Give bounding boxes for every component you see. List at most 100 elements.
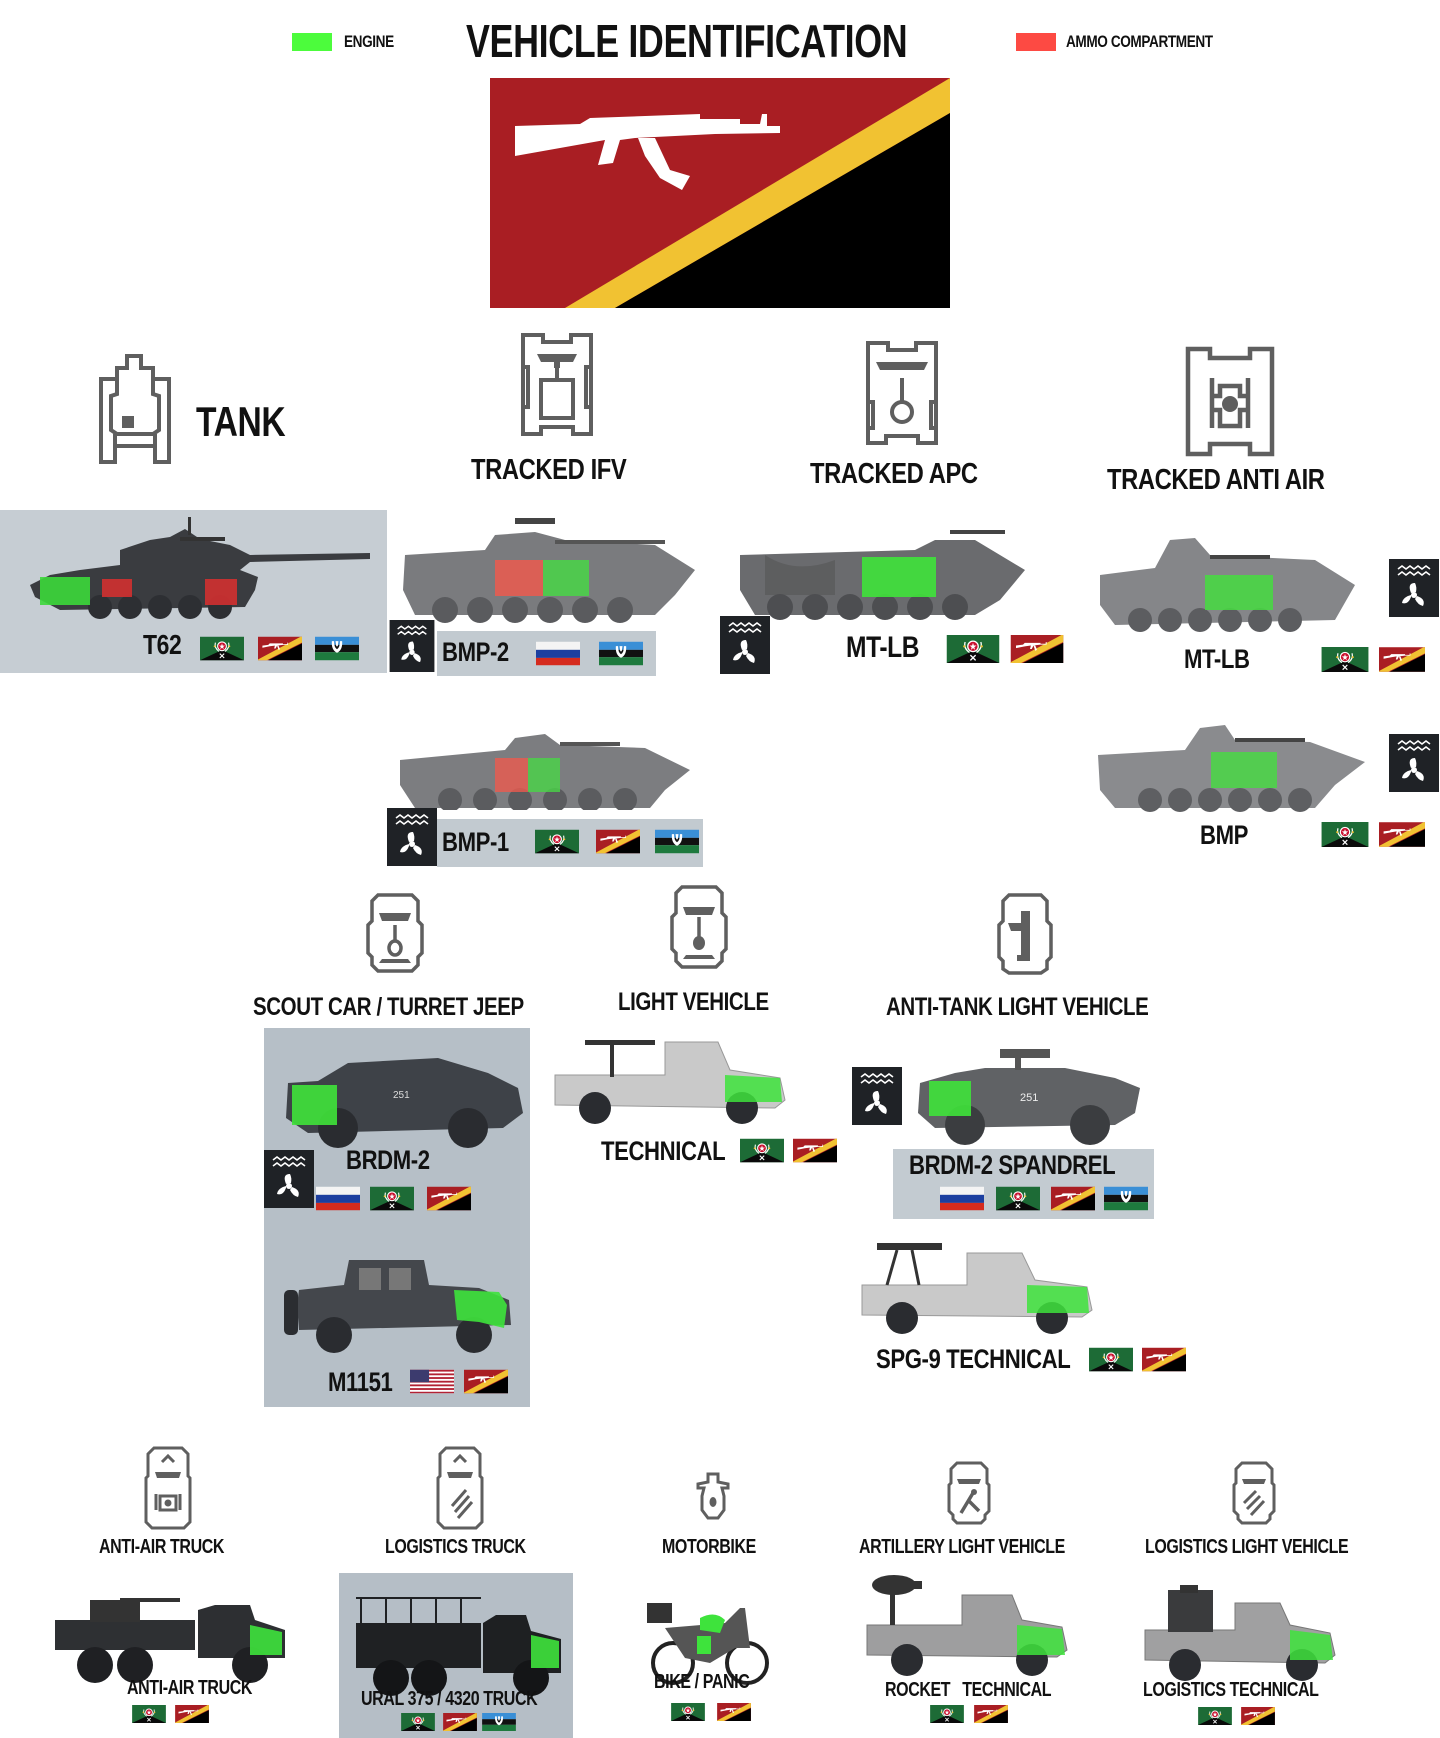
flag-militia [930,1705,964,1723]
tracked-apc-class-icon [866,341,938,445]
amphibious-icon [720,616,770,674]
engine-legend-swatch [292,33,332,51]
vehicle-name-rocket-technical: ROCKET TECHNICAL [885,1679,1052,1701]
ammo-legend-swatch [1016,33,1056,51]
category-logistics-light-label: LOGISTICS LIGHT VEHICLE [1145,1536,1349,1558]
engine-highlight [862,557,936,597]
flag-insurgent [596,829,640,854]
vehicle-name-bmp2: BMP-2 [442,637,509,667]
vehicle-name-bike: BIKE / PANIC [654,1671,750,1693]
vehicle-name-bmp1: BMP-1 [442,827,509,857]
technical-vehicle-image [554,1040,786,1124]
brdm2-vehicle-image: 251 [286,1058,523,1148]
engine-highlight [40,577,90,605]
vehicle-name-t62: T62 [143,629,182,660]
vehicle-name-brdm2: BRDM-2 [346,1145,430,1175]
flag-insurgent [1379,822,1425,847]
scout-car-class-icon [366,893,424,973]
vehicle-name-anti-air-truck: ANTI-AIR TRUCK [127,1677,253,1699]
category-artillery-light-label: ARTILLERY LIGHT VEHICLE [859,1536,1065,1558]
flag-militia [370,1186,414,1211]
bmp2-vehicle-image [403,518,695,623]
engine-highlight [1027,1285,1089,1313]
vehicle-name-ural: URAL 375 / 4320 TRUCK [361,1688,538,1710]
flag-insurgent [1010,635,1064,663]
engine-highlight [700,1614,725,1633]
rifle-emblem-icon [515,114,780,190]
anti-air-truck-vehicle-image [55,1598,285,1683]
ammo-highlight [495,758,528,792]
flag-insurgent [427,1186,471,1211]
motorbike-class-icon [696,1472,730,1520]
engine-highlight [543,560,589,596]
vehicle-card-bmp2[interactable]: BMP-2 [437,631,656,676]
flag-irregular [482,1713,516,1731]
logistics-truck-class-icon [436,1446,484,1530]
amphibious-icon [387,620,437,672]
flag-russia [536,641,580,666]
spg9-technical-vehicle-image [861,1243,1093,1334]
flag-irregular [599,641,643,666]
flag-insurgent [443,1713,477,1731]
amphibious-icon [852,1067,902,1125]
flag-militia [946,635,1000,663]
category-tracked-apc-label: TRACKED APC [810,458,978,490]
flag-militia [535,829,579,854]
bmp1-vehicle-image [400,734,690,810]
category-tracked-ifv-label: TRACKED IFV [471,454,627,486]
engine-highlight [725,1075,782,1102]
category-anti-tank-light-label: ANTI-TANK LIGHT VEHICLE [886,993,1149,1021]
engine-highlight [1211,752,1277,788]
vehicle-name-m1151: M1151 [328,1367,393,1397]
vehicle-card-bmp1[interactable]: BMP-1 [437,819,703,867]
anti-air-truck-class-icon [144,1446,192,1530]
flag-usa [410,1369,454,1394]
engine-highlight [528,758,560,792]
vehicle-card-t62[interactable]: T62 [0,510,387,673]
logistics-technical-vehicle-image [1144,1585,1336,1681]
flag-irregular [655,829,699,854]
flag-militia [671,1703,705,1721]
light-vehicle-class-icon [670,885,728,969]
faction-flag [490,78,950,308]
flag-insurgent [258,636,302,661]
m1151-vehicle-image [284,1260,511,1353]
flag-militia [740,1138,784,1163]
tracked-ifv-class-icon [521,333,593,436]
page-title: VEHICLE IDENTIFICATION [466,15,908,67]
vehicle-name-logistics-technical: LOGISTICS TECHNICAL [1143,1679,1319,1701]
flag-russia [316,1186,360,1211]
vehicle-name-spg9-technical: SPG-9 TECHNICAL [876,1344,1071,1374]
motorbike-vehicle-image [647,1603,769,1685]
scout-car-panel: 251 BRDM-2 M1151 [264,1028,530,1407]
logistics-light-class-icon [1232,1461,1276,1525]
flag-insurgent [974,1705,1008,1723]
amphibious-icon [387,808,437,866]
category-tracked-anti-air-label: TRACKED ANTI AIR [1107,464,1325,496]
flag-insurgent [464,1369,508,1394]
flag-militia [132,1705,166,1723]
mtlb-apc-vehicle-image [740,530,1025,620]
t62-vehicle-image [30,517,370,619]
rocket-technical-vehicle-image [866,1575,1068,1676]
engine-highlight [1290,1630,1333,1660]
engine-highlight [454,1290,507,1328]
engine-highlight [697,1636,711,1654]
flag-insurgent [1142,1347,1186,1372]
category-motorbike-label: MOTORBIKE [662,1536,756,1558]
flag-insurgent [1379,647,1425,672]
vehicle-card-ural[interactable]: URAL 375 / 4320 TRUCK [339,1573,573,1738]
category-scout-car-label: SCOUT CAR / TURRET JEEP [253,993,524,1021]
vehicle-card-brdm2-spandrel[interactable]: BRDM-2 SPANDREL [893,1149,1154,1219]
engine-legend-label: ENGINE [344,32,394,51]
mtlb-aa-vehicle-image [1100,538,1355,632]
category-tank-label: TANK [196,398,286,445]
vehicle-name-mtlb-apc: MT-LB [846,631,920,664]
ammo-legend-label: AMMO COMPARTMENT [1066,32,1213,51]
flag-insurgent [1241,1707,1275,1725]
bmp-aa-vehicle-image [1098,725,1365,812]
engine-highlight [929,1081,971,1116]
ammo-highlight [102,579,132,597]
ural-truck-vehicle-image [356,1597,561,1696]
engine-highlight [1017,1625,1065,1655]
